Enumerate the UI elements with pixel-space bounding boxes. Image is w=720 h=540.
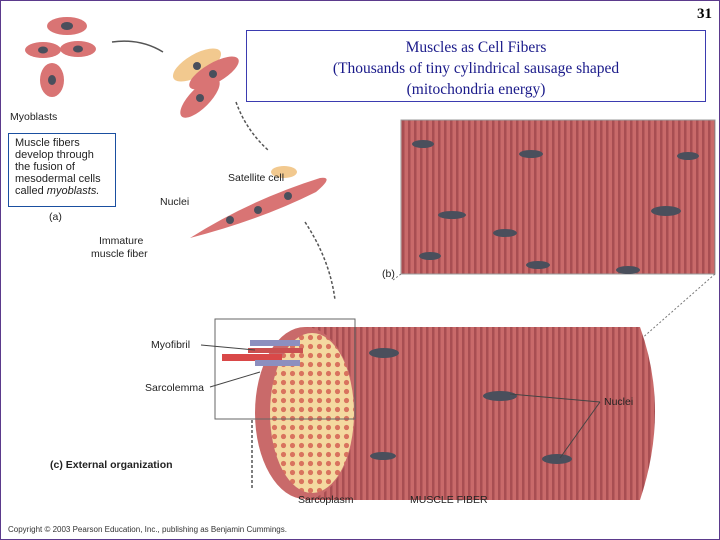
arrow-2 bbox=[235, 101, 269, 151]
fusing-cells bbox=[172, 48, 239, 118]
caption-line-3: the fusion of bbox=[15, 161, 75, 173]
title-line-1: Muscles as Cell Fibers bbox=[405, 39, 547, 56]
title-box: Muscles as Cell Fibers (Thousands of tin… bbox=[246, 30, 706, 102]
myofibrils bbox=[222, 340, 303, 366]
label-immature-1: Immature bbox=[99, 235, 144, 247]
title-line-2: (Thousands of tiny cylindrical sausage s… bbox=[332, 60, 620, 77]
label-part-a: (a) bbox=[49, 211, 62, 223]
arrow-1 bbox=[111, 40, 164, 53]
copyright-notice: Copyright © 2003 Pearson Education, Inc.… bbox=[8, 525, 287, 534]
fiber-closeup bbox=[400, 119, 716, 275]
label-myofibril: Myofibril bbox=[151, 339, 191, 351]
label-muscle-fiber: MUSCLE FIBER bbox=[410, 494, 488, 506]
label-immature-2: muscle fiber bbox=[91, 248, 148, 260]
label-sarcoplasm: Sarcoplasm bbox=[298, 494, 354, 506]
detail-box bbox=[214, 318, 356, 420]
caption-line-4: mesodermal cells bbox=[15, 173, 101, 185]
cylinder-nuclei bbox=[369, 348, 572, 464]
label-myoblasts: Myoblasts bbox=[10, 111, 58, 123]
label-external-organization: (c) External organization bbox=[50, 459, 173, 471]
label-nuclei-right: Nuclei bbox=[604, 396, 634, 408]
caption-emphasis: myoblasts. bbox=[46, 185, 100, 197]
closeup-nuclei bbox=[412, 140, 699, 274]
caption-line-1: Muscle fibers bbox=[15, 137, 80, 149]
caption-text: called bbox=[15, 185, 47, 197]
caption-line-5: called myoblasts. bbox=[15, 185, 109, 197]
caption-line-2: develop through bbox=[15, 149, 94, 161]
label-part-b: (b) bbox=[382, 268, 395, 280]
immature-fiber bbox=[190, 166, 327, 238]
label-nuclei-top: Nuclei bbox=[160, 196, 190, 208]
muscle-fiber-cylinder bbox=[255, 327, 655, 500]
caption-box: Muscle fibers develop through the fusion… bbox=[8, 133, 116, 207]
label-satellite-cell: Satellite cell bbox=[228, 172, 285, 184]
slide-number: 31 bbox=[697, 6, 712, 22]
myoblast-cells bbox=[25, 17, 96, 97]
title-line-3: (mitochondria energy) bbox=[406, 81, 546, 98]
arrow-3 bbox=[304, 221, 336, 301]
label-sarcolemma: Sarcolemma bbox=[145, 382, 204, 394]
